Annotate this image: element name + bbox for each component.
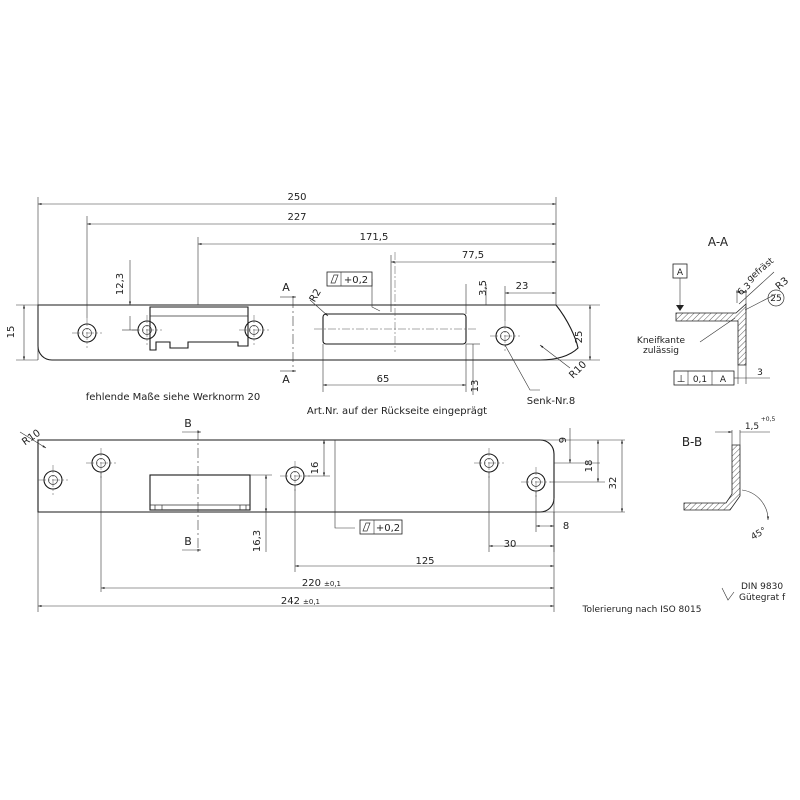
dim-16: 16	[310, 462, 321, 475]
flatness-tolerance-top	[326, 271, 373, 287]
dim-30: 30	[504, 539, 517, 550]
top-plate-outline	[37, 304, 579, 361]
dimensions-top	[16, 197, 600, 395]
center-lines-top	[72, 252, 520, 352]
latch-window	[149, 306, 249, 351]
dim-1-5-tolerance: +0,5	[761, 416, 776, 423]
label-kneifkante: Kneifkante	[637, 336, 686, 346]
dim-15: 15	[6, 326, 17, 339]
note-countersink: Senk-Nr.8	[527, 396, 575, 407]
perpendicularity-value: 0,1	[693, 375, 707, 385]
dim-8: 8	[563, 521, 569, 532]
dim-32: 32	[608, 477, 619, 490]
flatness-tolerance-bottom	[359, 519, 403, 535]
note-din-9830: DIN 9830	[741, 582, 783, 592]
dim-3: 3	[757, 368, 763, 378]
section-mark-b-bottom: B	[184, 535, 192, 548]
section-a-a-profile	[675, 303, 747, 366]
dim-220: 220	[302, 578, 321, 589]
radius-r10-top: R10	[567, 359, 589, 381]
dim-3-5: 3,5	[478, 280, 489, 296]
dim-77-5: 77,5	[462, 250, 484, 261]
dim-250: 250	[287, 192, 306, 203]
center-lines-bottom	[38, 448, 551, 497]
section-mark-a-top: A	[282, 281, 290, 294]
note-tolerierung: Tolerierung nach ISO 8015	[582, 605, 702, 615]
section-a-a: A-A A gefräst R3 6,3 25 Kneifkante zuläs…	[637, 235, 791, 386]
dim-227: 227	[287, 212, 306, 223]
section-b-b-profile	[683, 444, 741, 511]
datum-a-label: A	[677, 268, 684, 278]
flatness-value-top: +0,2	[344, 275, 368, 286]
flatness-value-bottom: +0,2	[376, 523, 400, 534]
screw-holes-bottom	[43, 453, 546, 492]
latch-recess	[149, 474, 251, 511]
label-gefraest: gefräst	[745, 256, 776, 284]
top-view: 250 227 171,5 77,5 23 3,5 12,3 15 25 13 …	[6, 192, 600, 417]
thickness-25: 25	[770, 294, 781, 304]
dim-23: 23	[516, 281, 529, 292]
dim-242: 242	[281, 596, 300, 607]
dim-12-3: 12,3	[115, 273, 126, 295]
section-b-b: B-B 1,5 +0,5 45°	[682, 416, 776, 543]
general-notes: DIN 9830 Gütegrat f Tolerierung nach ISO…	[582, 582, 787, 615]
dim-16-3: 16,3	[252, 530, 263, 552]
angle-45: 45°	[750, 526, 769, 543]
radius-r2: R2	[308, 287, 324, 304]
perpendicularity-symbol: ⊥	[677, 374, 686, 385]
dim-242-tolerance: ±0,1	[303, 598, 320, 606]
thickness-circle	[767, 289, 785, 307]
screw-holes-top	[77, 320, 515, 346]
label-zulaessig: zulässig	[643, 346, 679, 356]
section-b-b-title: B-B	[682, 435, 702, 449]
dim-13: 13	[470, 380, 481, 393]
dim-171-5: 171,5	[360, 232, 389, 243]
dim-25: 25	[574, 331, 585, 344]
dim-1-5: 1,5	[745, 422, 759, 432]
dim-18: 18	[584, 460, 595, 473]
section-mark-b-top: B	[184, 417, 192, 430]
radius-r10-bottom: R10	[20, 428, 42, 448]
section-a-a-title: A-A	[708, 235, 729, 249]
note-guetegrat: Gütegrat f	[739, 593, 786, 603]
perpendicularity-datum: A	[720, 375, 727, 385]
note-article-number: Art.Nr. auf der Rückseite eingeprägt	[307, 406, 487, 417]
section-mark-a-bottom: A	[282, 373, 290, 386]
dim-220-tolerance: ±0,1	[324, 580, 341, 588]
note-missing-dimensions: fehlende Maße siehe Werknorm 20	[86, 392, 261, 403]
datum-a-triangle	[676, 305, 684, 311]
dim-65: 65	[377, 374, 390, 385]
dimensions-bottom	[19, 428, 625, 612]
dim-125: 125	[415, 556, 434, 567]
bottom-view: R10 B B 9 18 32 16 16,3 8 30 125 220 ±0,…	[19, 417, 625, 612]
dim-9: 9	[558, 437, 569, 443]
